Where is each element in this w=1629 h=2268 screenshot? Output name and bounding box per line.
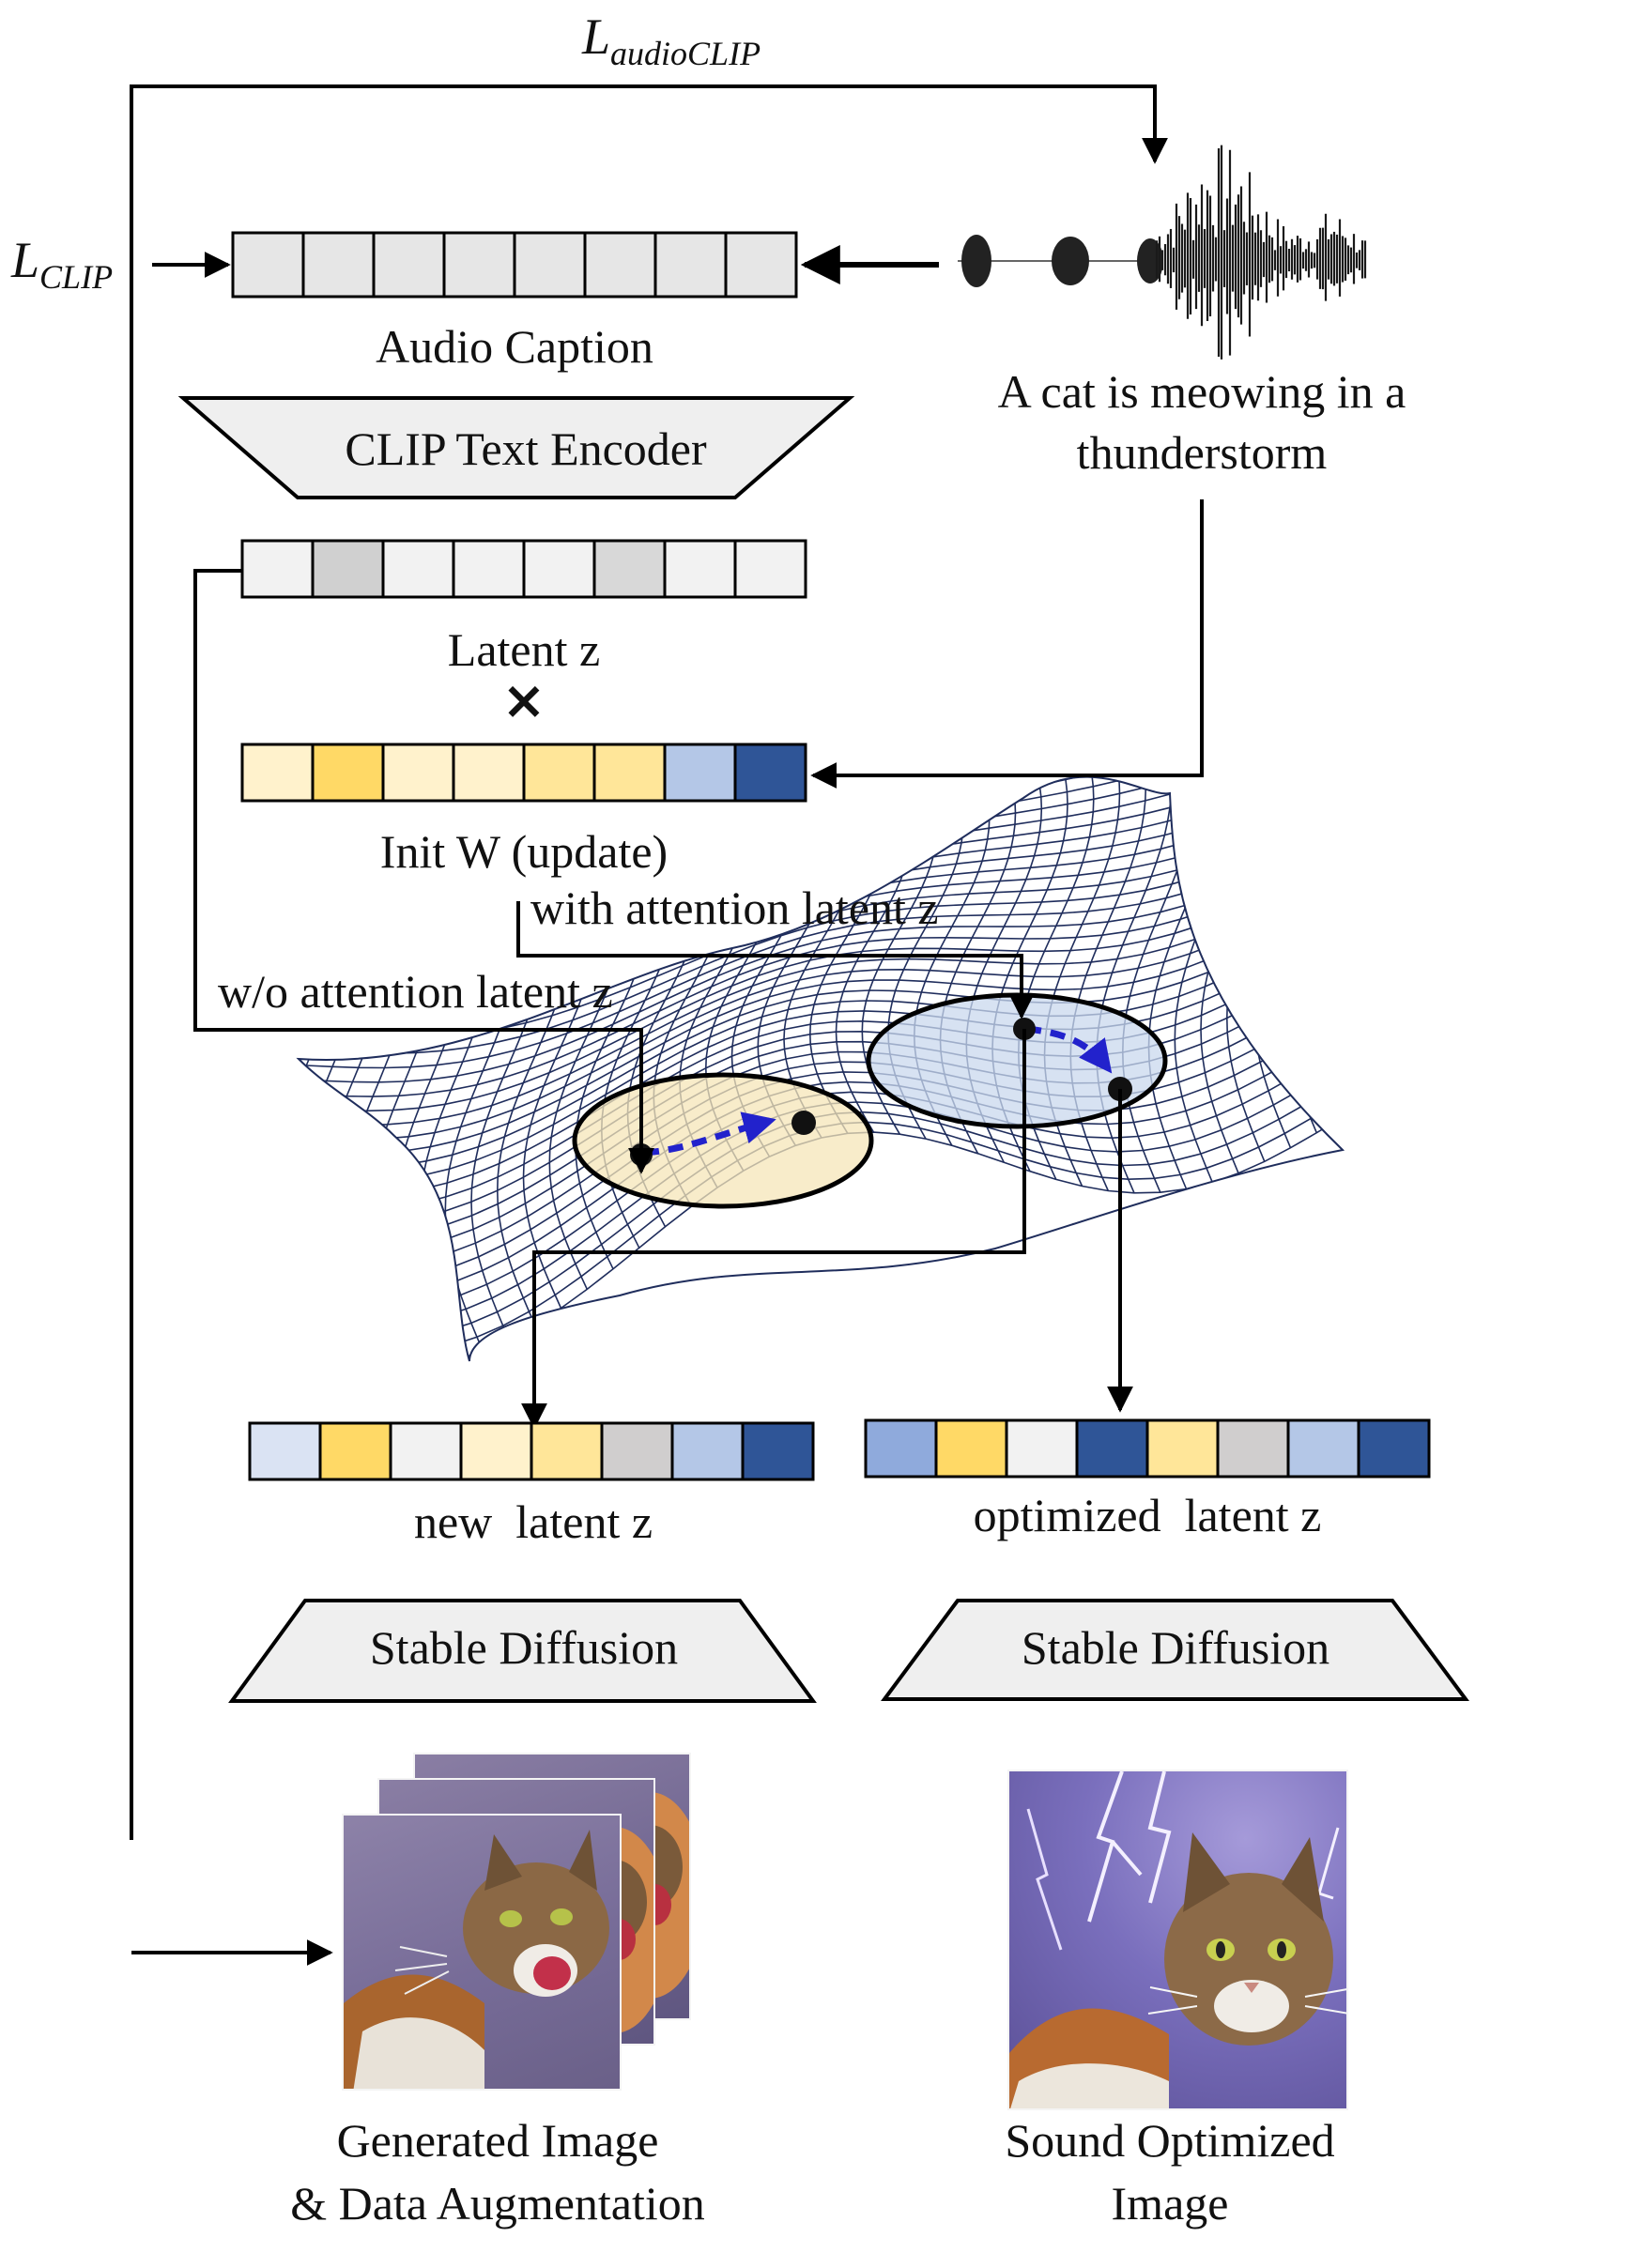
latent-z-cell <box>381 539 455 599</box>
audio-caption-cell <box>301 231 376 299</box>
optimized-latent-cell <box>934 1418 1008 1479</box>
caption-text-line2: thunderstorm <box>1076 426 1328 479</box>
left-optimization-path <box>643 1111 776 1157</box>
optimized-latent-cell <box>1216 1418 1290 1479</box>
mesh-line <box>1200 776 1277 1174</box>
stable-diffusion-right-block <box>881 1599 1469 1701</box>
optimized-latent-cell <box>1357 1418 1431 1479</box>
manifold-outline <box>296 775 1345 1362</box>
loss-clip-label: LCLIP <box>11 232 114 296</box>
init-w-cell <box>663 743 737 803</box>
without-attention-arrow <box>193 569 654 1174</box>
new-latent-cell <box>670 1421 745 1481</box>
mesh-line <box>299 891 1321 1141</box>
latent-z-label: Latent z <box>447 623 601 676</box>
audio-caption-cell <box>653 231 728 299</box>
optimized-latent-cell <box>1145 1418 1220 1479</box>
init-w-cell <box>311 743 385 803</box>
init-w-label: Init W (update) <box>379 825 669 878</box>
audio-caption-cell <box>231 231 305 299</box>
latent-z-cell <box>452 539 526 599</box>
audio-caption-cell <box>583 231 657 299</box>
mesh-line <box>1304 776 1343 1118</box>
optimized-latent-token-bar <box>864 1418 1431 1479</box>
new-latent-cell <box>530 1421 604 1481</box>
stable-diffusion-left-block <box>228 1599 817 1703</box>
left-region-ellipse <box>572 1072 874 1209</box>
mesh-line <box>299 933 1310 1184</box>
optimized-latent-label: optimized latent z <box>973 1489 1322 1541</box>
audio-caption-cell <box>513 231 587 299</box>
generated-image-line2: & Data Augmentation <box>290 2177 705 2230</box>
mesh-line <box>1278 776 1343 1134</box>
caption-to-init-w-arrow <box>810 499 1204 789</box>
stable-diffusion-right-label: Stable Diffusion <box>1021 1621 1330 1674</box>
clip-text-encoder-block <box>177 396 855 499</box>
generated-image-front <box>342 1814 622 2091</box>
audio-waveform <box>958 145 1367 360</box>
init-w-token-bar <box>240 743 807 803</box>
sound-optimized-line2: Image <box>1111 2177 1229 2230</box>
latent-z-cell <box>522 539 596 599</box>
cat-illustration-front <box>344 1830 609 2089</box>
latent-z-cell <box>592 539 667 599</box>
audio-caption-label: Audio Caption <box>376 320 653 373</box>
optimized-latent-cell <box>1286 1418 1360 1479</box>
optimized-latent-cell <box>864 1418 938 1479</box>
lightning-cat-illustration <box>1009 1771 1346 2108</box>
mesh-line <box>300 835 1343 1083</box>
audio-caption-cell <box>372 231 446 299</box>
new-latent-cell <box>600 1421 674 1481</box>
latent-z-token-bar <box>240 539 807 599</box>
optimized-latent-cell <box>1005 1418 1079 1479</box>
new-latent-cell <box>248 1421 322 1481</box>
init-w-cell <box>240 743 315 803</box>
new-latent-cell <box>389 1421 463 1481</box>
new-latent-token-bar <box>248 1421 815 1481</box>
stable-diffusion-left-label: Stable Diffusion <box>369 1621 679 1674</box>
new-latent-cell <box>318 1421 392 1481</box>
init-w-cell <box>733 743 807 803</box>
new-latent-cell <box>459 1421 533 1481</box>
audio-caption-token-bar <box>231 231 798 299</box>
init-w-cell <box>381 743 455 803</box>
waveform-pulse <box>961 235 991 287</box>
loss-audioclip-label: LaudioCLIP <box>582 8 761 72</box>
mesh-line <box>299 863 1331 1112</box>
sound-optimized-line1: Sound Optimized <box>1005 2114 1335 2167</box>
audio-caption-cell <box>442 231 516 299</box>
optimized-latent-cell <box>1075 1418 1149 1479</box>
sound-optimized-image <box>1007 1770 1348 2110</box>
latent-z-cell <box>663 539 737 599</box>
multiply-symbol: × <box>501 670 546 731</box>
mesh-line <box>306 820 1343 1069</box>
audio-caption-cell <box>724 231 798 299</box>
with-attention-arrow <box>516 901 1035 1019</box>
latent-z-cell <box>240 539 315 599</box>
with-attention-label: with attention latent z <box>530 881 939 934</box>
left-end-point <box>791 1111 816 1135</box>
latent-z-cell <box>733 539 807 599</box>
loss-audioclip-arrow <box>130 84 1168 1840</box>
mesh-line <box>299 877 1327 1126</box>
right-optimization-path <box>1025 1025 1113 1074</box>
caption-text-line1: A cat is meowing in a <box>997 365 1406 418</box>
mesh-line <box>299 919 1313 1170</box>
mesh-line <box>1174 776 1252 1183</box>
mesh-line <box>299 905 1317 1156</box>
latent-z-cell <box>311 539 385 599</box>
init-w-cell <box>452 743 526 803</box>
waveform-pulse <box>1052 237 1089 285</box>
clip-text-encoder-label: CLIP Text Encoder <box>345 422 707 475</box>
to-new-latent-arrow <box>521 1029 1026 1430</box>
init-w-cell <box>592 743 667 803</box>
new-latent-label: new latent z <box>413 1495 653 1548</box>
new-latent-cell <box>741 1421 815 1481</box>
generated-image-line1: Generated Image <box>336 2114 659 2167</box>
mesh-line <box>299 849 1338 1097</box>
init-w-cell <box>522 743 596 803</box>
without-attention-label: w/o attention latent z <box>218 965 613 1018</box>
